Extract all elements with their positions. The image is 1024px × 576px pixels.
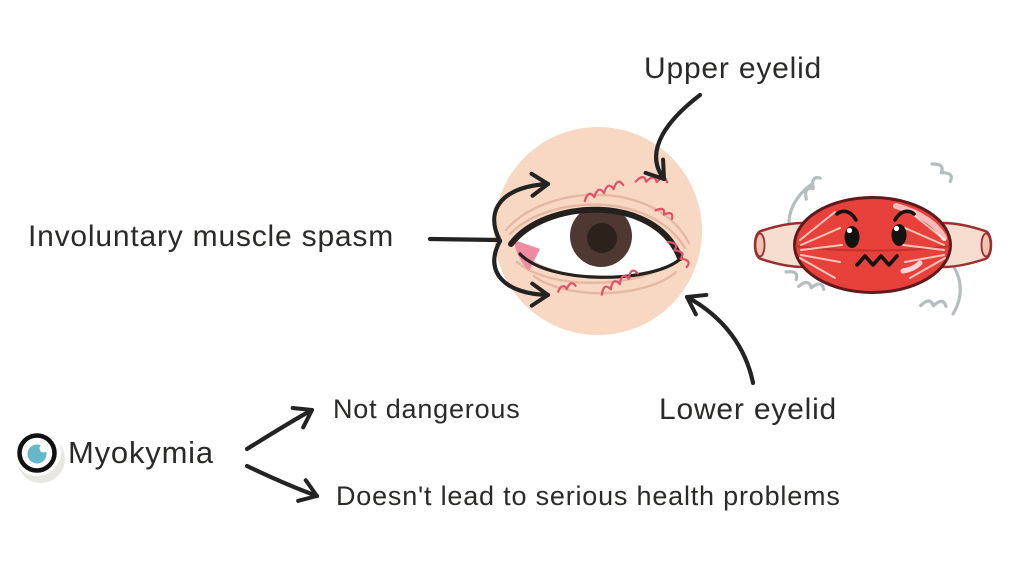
not-dangerous-label: Not dangerous [333,394,521,424]
spasm-connector-line [427,236,502,243]
myokymia-branch-arrow-bottom [244,463,320,503]
right-eye [891,224,907,246]
left-eye [844,226,860,248]
lower-eyelid-arrow [684,292,756,386]
annotation-arrows [244,92,756,503]
iris-group [570,212,632,267]
muscle-highlights [893,203,947,274]
right-eyebrow [893,209,916,222]
caruncle [514,240,540,271]
lower-lash-line [518,252,681,279]
upper-eyelid-arrow [643,92,703,182]
myokymia-label: Myokymia [68,435,214,470]
tendons [753,221,993,269]
upper-eyelid-label: Upper eyelid [644,52,823,85]
spasm-bracket-bottom [492,238,551,308]
left-eyebrow [835,209,858,222]
no-serious-problems-label: Doesn't lead to serious health problems [336,481,841,511]
right-eye-highlight [893,225,900,232]
zigzag-mouth [855,254,899,267]
muscle-illustration [753,162,993,316]
myokymia-branch-arrow-top [244,406,315,452]
lower-eyelid-label: Lower eyelid [659,393,838,426]
muscle-striations [799,211,946,279]
eye-illustration [494,127,702,335]
upper-lash-line [508,206,683,261]
muscle-seam [794,245,951,252]
spasm-bracket-top [492,171,551,244]
eye-icon [13,428,65,483]
left-eye-highlight [846,227,853,234]
muscle-belly [793,196,952,294]
involuntary-muscle-spasm-label: Involuntary muscle spasm [28,220,395,253]
muscle-face [835,209,916,267]
pupil [587,223,617,253]
